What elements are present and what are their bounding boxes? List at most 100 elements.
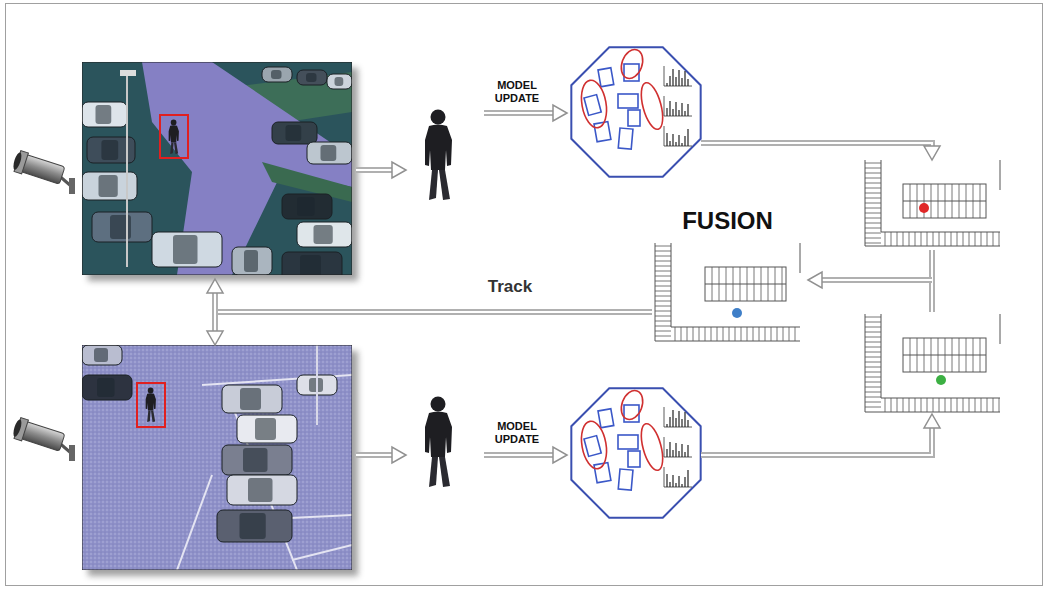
- parking-map: [891, 398, 892, 412]
- parking-map: [993, 232, 994, 246]
- parking-map: [865, 332, 881, 333]
- model-octagon: [672, 109, 673, 116]
- flow-line: [701, 428, 932, 455]
- parking-map: [655, 266, 671, 267]
- camera-icon: [12, 419, 23, 438]
- parking-map: [753, 327, 754, 341]
- model-octagon: [675, 142, 676, 146]
- parking-map: [931, 184, 932, 218]
- model-octagon: [687, 129, 688, 146]
- camera-photo: [120, 70, 136, 76]
- parking-map: [915, 232, 916, 246]
- parking-map: [952, 184, 953, 218]
- parking-map: [927, 398, 928, 412]
- parking-map: [939, 398, 940, 412]
- model-octagon: [687, 420, 688, 427]
- parking-map: [865, 233, 881, 234]
- flow-line: [484, 113, 554, 114]
- parking-map: [910, 338, 911, 372]
- model-octagon: [628, 451, 640, 467]
- flow-line: [356, 452, 393, 458]
- parking-map: [865, 208, 881, 209]
- camera-photo: [82, 345, 352, 570]
- parking-map: [981, 232, 982, 246]
- parking-map: [999, 398, 1000, 412]
- person-figure: [174, 143, 178, 154]
- model-octagon: [681, 78, 682, 86]
- parking-map: [747, 267, 748, 301]
- parking-map: [999, 232, 1000, 246]
- parking-map: [939, 232, 940, 246]
- parking-map: [865, 337, 881, 338]
- parking-map: [959, 338, 960, 372]
- map-heading: FUSION: [655, 208, 800, 234]
- model-octagon: [571, 387, 700, 517]
- camera-photo: [227, 475, 297, 505]
- parking-map: [865, 402, 881, 403]
- camera-photo: [101, 140, 118, 160]
- parking-map: [777, 327, 778, 341]
- person-figure: [170, 143, 173, 154]
- camera-photo: [297, 222, 352, 247]
- parking-map: [969, 232, 970, 246]
- person-figure: [151, 411, 155, 422]
- camera-photo: [314, 225, 333, 244]
- model-octagon: [687, 445, 688, 457]
- flow-line: [215, 311, 652, 313]
- camera-photo: [142, 62, 352, 275]
- parking-map: [671, 327, 800, 328]
- model-octagon: [669, 76, 670, 86]
- model-octagon: [684, 136, 685, 146]
- person-figure: [171, 120, 177, 126]
- parking-map: [655, 251, 671, 252]
- parking-map: [759, 327, 760, 341]
- parking-map: [973, 184, 974, 218]
- model-octagon: [584, 436, 601, 457]
- parking-map: [655, 271, 671, 272]
- parking-map: [938, 338, 939, 372]
- flow-line: [215, 309, 652, 315]
- model-octagon: [678, 451, 679, 457]
- parking-map: [1000, 314, 1001, 344]
- parking-map: [655, 291, 671, 292]
- person-figure: [147, 411, 150, 422]
- parking-map: [993, 398, 994, 412]
- parking-map: [729, 327, 730, 341]
- camera-photo: [96, 105, 112, 124]
- parking-map: [865, 322, 881, 323]
- parking-map: [885, 232, 886, 246]
- parking-map: [865, 160, 1000, 246]
- parking-map: [987, 232, 988, 246]
- camera-photo: [297, 70, 327, 85]
- parking-map: [789, 327, 790, 341]
- model-octagon: [666, 108, 667, 116]
- parking-map: [921, 398, 922, 412]
- parking-map: [783, 327, 784, 341]
- flow-line: [701, 428, 932, 455]
- model-octagon: [678, 135, 679, 146]
- parking-map: [761, 267, 762, 301]
- parking-map: [865, 392, 881, 393]
- model-octagon: [675, 443, 676, 457]
- person-figure: [148, 388, 154, 394]
- camera-photo: [240, 513, 266, 539]
- model-octagon: [672, 134, 673, 146]
- model-octagon: [664, 66, 665, 86]
- arrow-head: [924, 146, 940, 160]
- camera-photo: [173, 235, 198, 264]
- camera-photo: [297, 197, 315, 216]
- camera-photo: [282, 252, 342, 275]
- model-octagon: [669, 141, 670, 146]
- model-octagon: [684, 477, 685, 487]
- parking-map: [865, 357, 881, 358]
- camera-photo: [248, 478, 273, 502]
- parking-map: [655, 246, 671, 247]
- parking-map: [712, 267, 713, 301]
- model-octagon: [571, 388, 700, 517]
- parking-map: [903, 184, 986, 218]
- parking-map: [969, 398, 970, 412]
- parking-map: [910, 184, 911, 218]
- model-octagon: [672, 410, 673, 427]
- model-octagon: [678, 411, 679, 427]
- person-figure: [429, 457, 438, 487]
